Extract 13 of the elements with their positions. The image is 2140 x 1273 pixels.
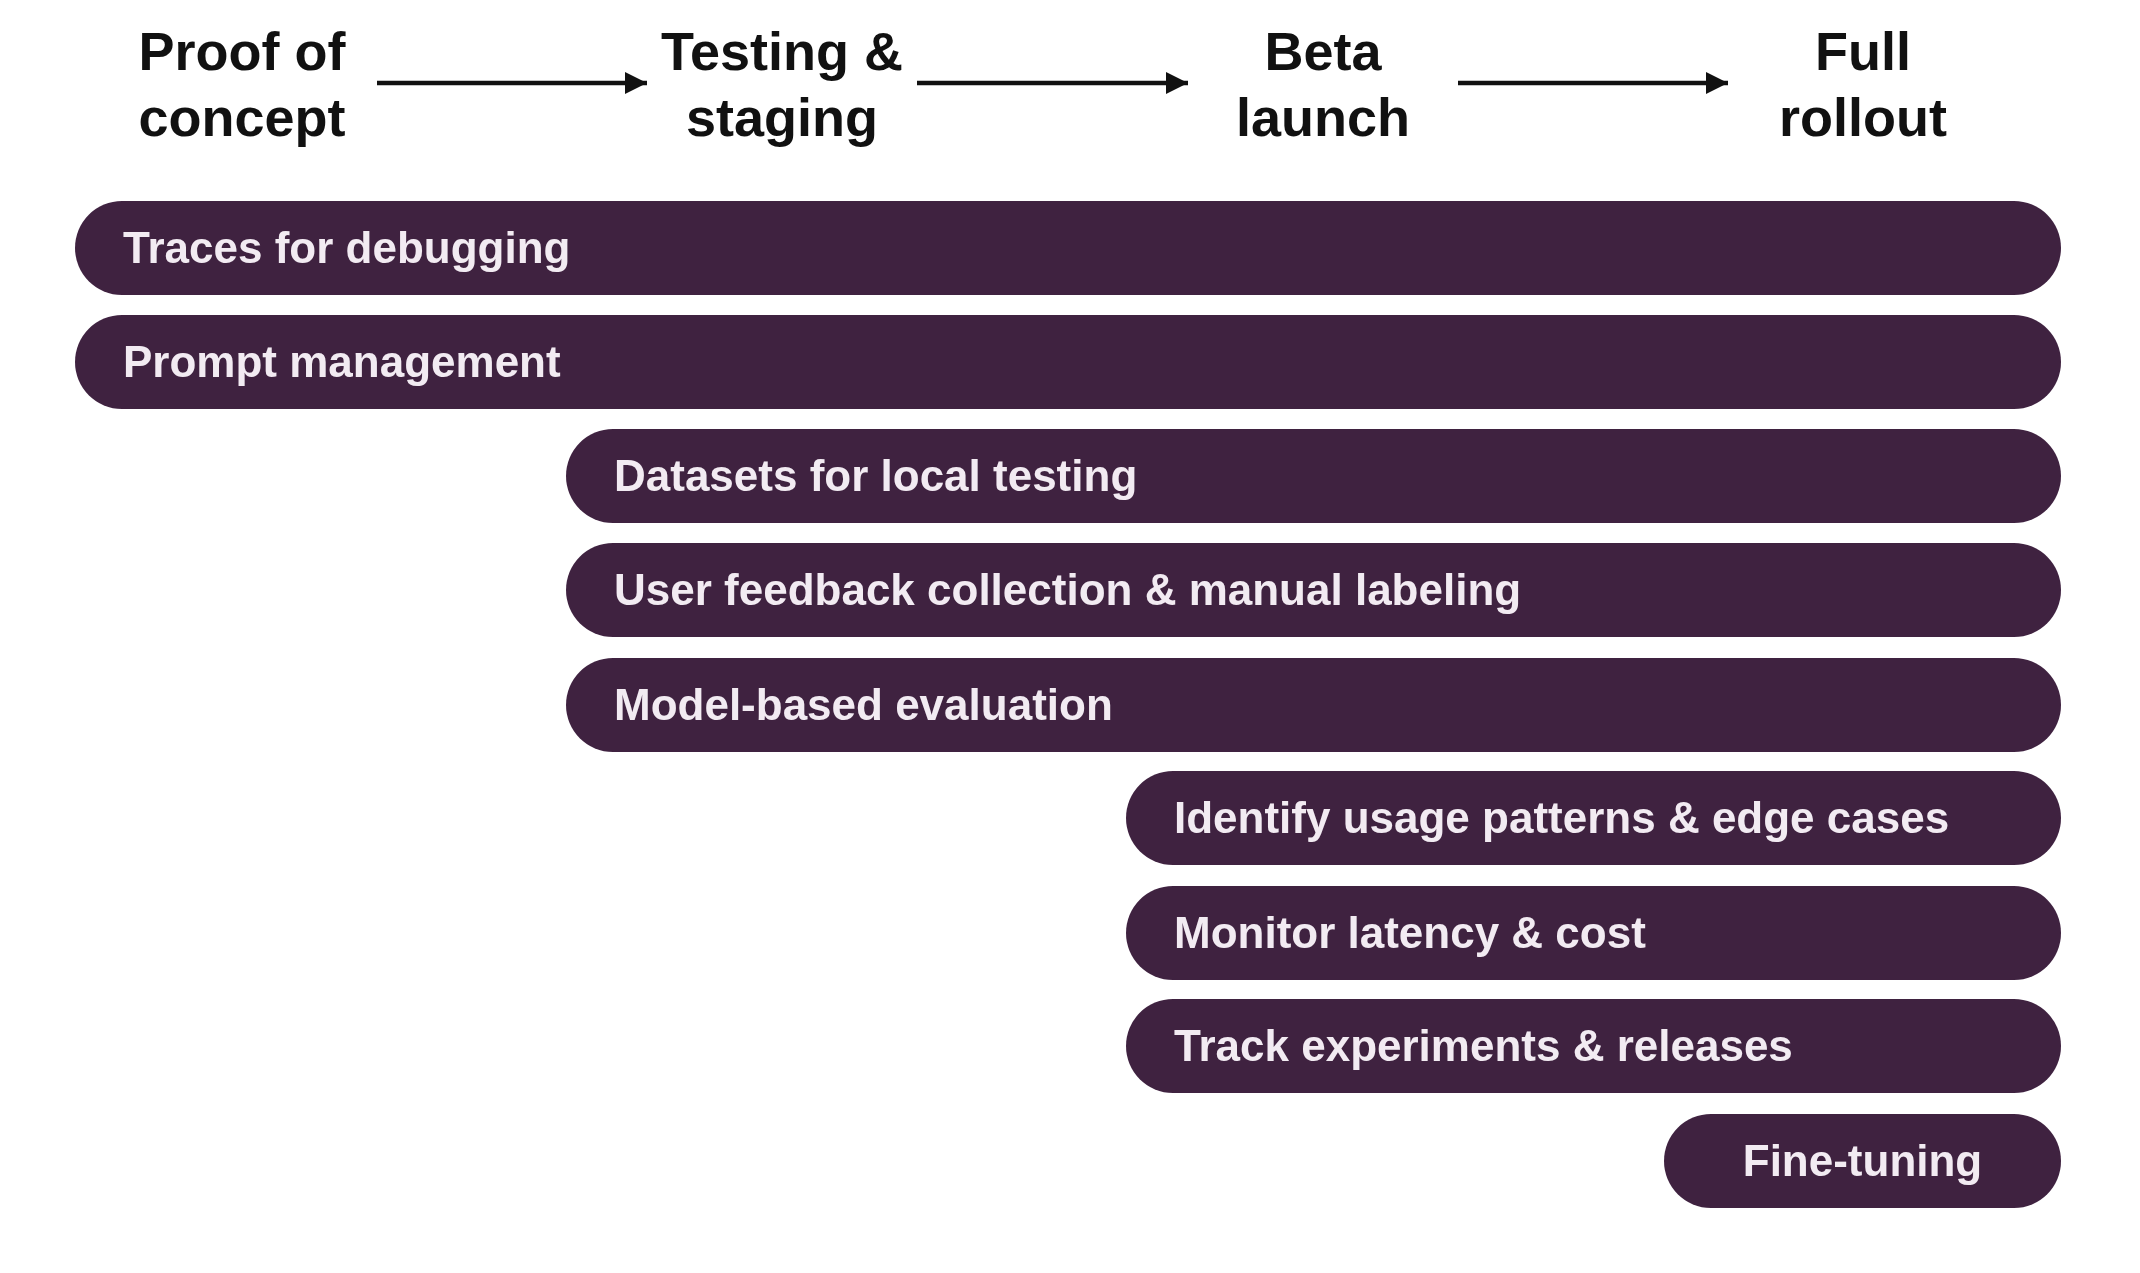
bar-label: Prompt management <box>123 337 561 387</box>
bar-label: Traces for debugging <box>123 223 571 273</box>
bar-label: Identify usage patterns & edge cases <box>1174 793 1950 843</box>
bar-label: Model-based evaluation <box>614 680 1113 730</box>
stage-heading: Testing & staging <box>647 18 917 150</box>
stage-heading: Full rollout <box>1728 18 1998 150</box>
bar-label: Monitor latency & cost <box>1174 908 1646 958</box>
bar-label: Track experiments & releases <box>1174 1021 1793 1071</box>
stage-heading: Beta launch <box>1188 18 1458 150</box>
bar-label: Fine-tuning <box>1742 1136 1983 1186</box>
bar-label: Datasets for local testing <box>614 451 1138 501</box>
stage-heading: Proof of concept <box>107 18 377 150</box>
bar-label: User feedback collection & manual labeling <box>614 565 1522 615</box>
